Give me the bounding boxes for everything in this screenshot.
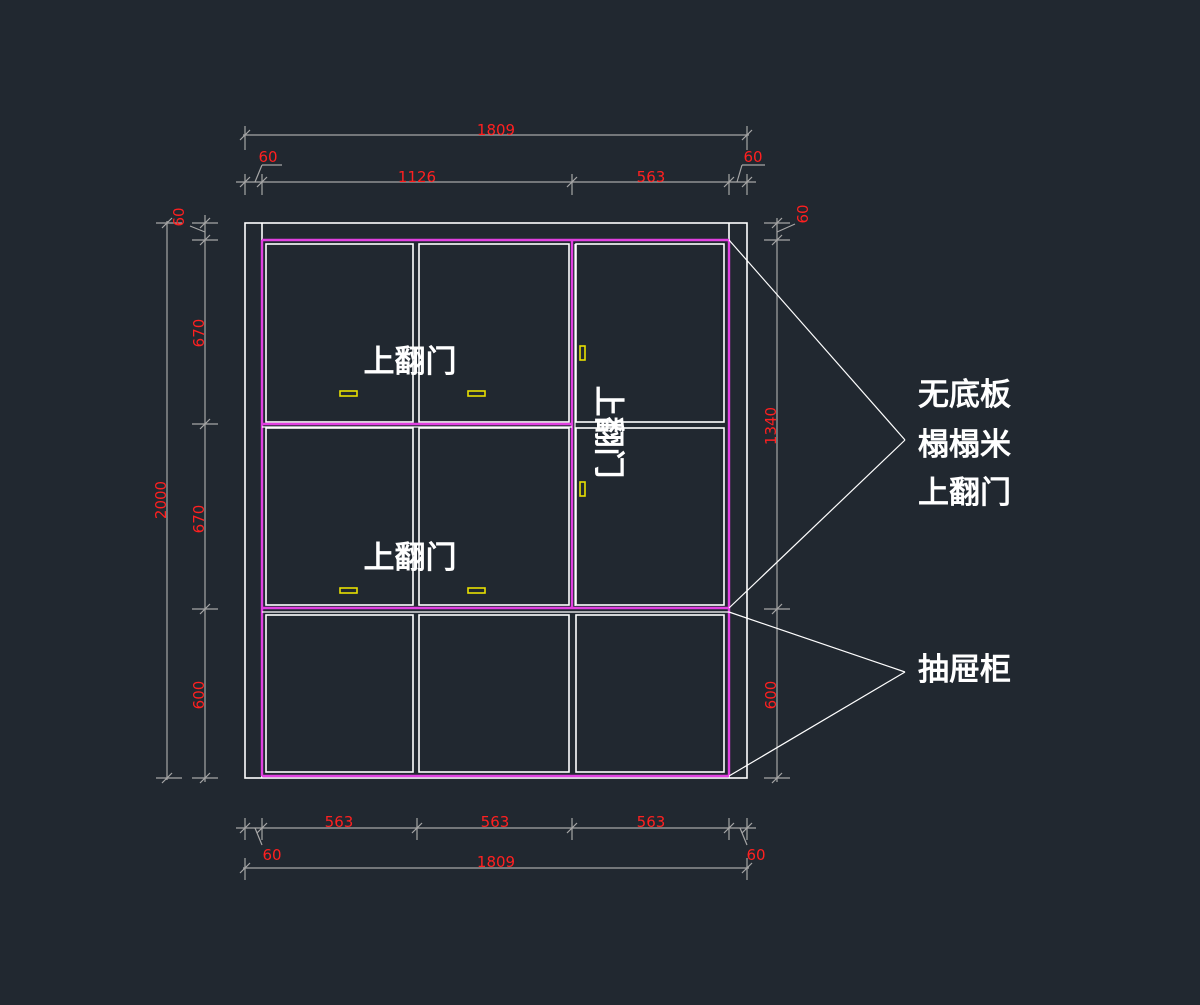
callout-leaders xyxy=(728,239,906,777)
cell-middle-1 xyxy=(265,427,414,606)
dim-bottom-col-1: 563 xyxy=(325,813,354,831)
handles xyxy=(339,345,586,594)
callout-upper-line-2: 榻榻米 xyxy=(918,427,1011,463)
dim-top-left-gap: 60 xyxy=(258,148,277,166)
drawer-1 xyxy=(265,614,414,773)
dim-top-total: 1809 xyxy=(477,121,515,139)
handle-icon xyxy=(467,390,486,397)
cell-upper-1 xyxy=(265,243,414,423)
callout-upper: 无底板 榻榻米 上翻门 xyxy=(918,377,1011,511)
dim-left-bottom: 600 xyxy=(190,681,208,710)
dim-top-right-col: 563 xyxy=(637,168,666,186)
dim-left-middle: 670 xyxy=(190,505,208,534)
dim-bottom-right-gap: 60 xyxy=(746,846,765,864)
dim-bottom-col-2: 563 xyxy=(481,813,510,831)
handle-icon xyxy=(579,481,586,497)
cell-middle-2 xyxy=(418,427,570,606)
dim-top-right-gap: 60 xyxy=(743,148,762,166)
cabinet-body xyxy=(244,222,748,779)
cell-upper-2 xyxy=(418,243,570,423)
dim-left-upper: 670 xyxy=(190,319,208,348)
dim-right-upper: 1340 xyxy=(762,407,780,445)
dimension-texts: 1809 60 1126 563 60 60 670 670 600 2000 … xyxy=(152,121,812,871)
callout-upper-line-1: 无底板 xyxy=(918,377,1011,413)
handle-icon xyxy=(339,390,358,397)
dim-bottom-total: 1809 xyxy=(477,853,515,871)
handle-icon xyxy=(579,345,586,361)
dim-bottom-left-gap: 60 xyxy=(262,846,281,864)
drawer-2 xyxy=(418,614,570,773)
callout-lower: 抽屉柜 xyxy=(918,652,1011,688)
door-label-vertical: 上翻门 xyxy=(590,386,626,479)
outer-frame xyxy=(244,222,748,779)
frame-accent xyxy=(260,238,731,778)
callout-upper-line-3: 上翻门 xyxy=(918,475,1011,511)
frame-accent-inner xyxy=(262,244,729,613)
dim-top-main: 1126 xyxy=(398,168,436,186)
dim-bottom-col-3: 563 xyxy=(637,813,666,831)
dim-right-top-gap: 60 xyxy=(794,204,812,223)
cell-right-upper xyxy=(575,243,725,423)
dimension-lines xyxy=(156,126,796,880)
dim-right-bottom: 600 xyxy=(762,681,780,710)
dim-left-top-gap: 60 xyxy=(170,207,188,226)
cell-right-middle xyxy=(575,427,725,606)
dim-left-total: 2000 xyxy=(152,481,170,519)
handle-icon xyxy=(467,587,486,594)
drawer-3 xyxy=(575,614,725,773)
door-label-upper: 上翻门 xyxy=(364,344,457,380)
handle-icon xyxy=(339,587,358,594)
door-label-middle: 上翻门 xyxy=(364,540,457,576)
